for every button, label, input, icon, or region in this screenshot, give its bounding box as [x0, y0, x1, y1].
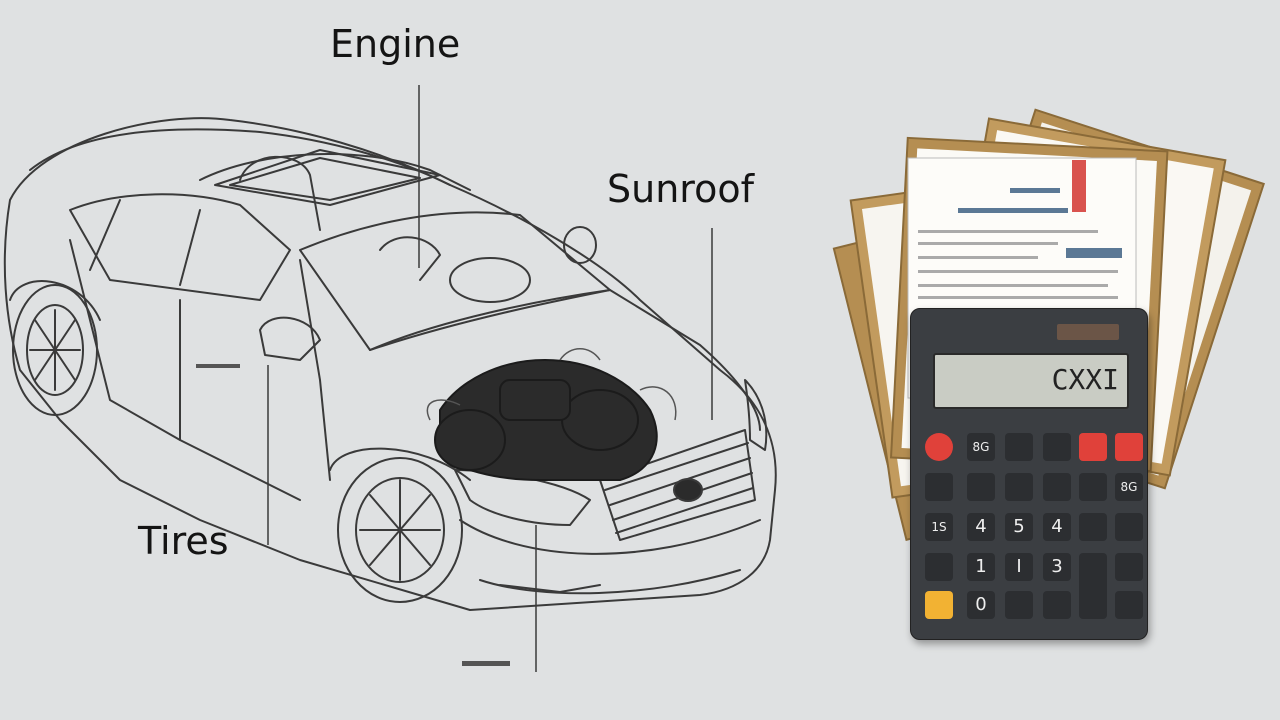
- key[interactable]: 5: [1005, 513, 1033, 541]
- keypad: 8G 8G 1S 4 5 4 1 I 3: [925, 429, 1135, 629]
- windshield: [300, 212, 610, 350]
- key-on[interactable]: [925, 433, 953, 461]
- calculator: CXXI 8G 8G 1S 4 5 4 1: [910, 308, 1148, 640]
- key[interactable]: I: [1005, 553, 1033, 581]
- key[interactable]: [1005, 473, 1033, 501]
- key[interactable]: [1115, 553, 1143, 581]
- key[interactable]: [925, 553, 953, 581]
- key[interactable]: 0: [967, 591, 995, 619]
- key[interactable]: [1115, 591, 1143, 619]
- car-illustration: [0, 0, 800, 720]
- key[interactable]: [1043, 433, 1071, 461]
- key[interactable]: [1005, 591, 1033, 619]
- calculator-display: CXXI: [1052, 363, 1119, 396]
- key[interactable]: [1115, 513, 1143, 541]
- key-red[interactable]: [1115, 433, 1143, 461]
- rear-wheel: [13, 285, 97, 415]
- key-yellow[interactable]: [925, 591, 953, 619]
- key[interactable]: 1: [967, 553, 995, 581]
- front-wheel: [338, 458, 462, 602]
- key[interactable]: [1043, 473, 1071, 501]
- key[interactable]: 3: [1043, 553, 1071, 581]
- engine-label: Engine: [330, 25, 460, 63]
- key[interactable]: [1043, 591, 1071, 619]
- key[interactable]: [925, 473, 953, 501]
- solar-panel: [1057, 324, 1119, 340]
- key[interactable]: [1079, 473, 1107, 501]
- sunroof-outline: [215, 150, 440, 205]
- key-red[interactable]: [1079, 433, 1107, 461]
- calculator-screen: CXXI: [933, 353, 1129, 409]
- key[interactable]: 1S: [925, 513, 953, 541]
- key[interactable]: 8G: [1115, 473, 1143, 501]
- engine-block: [435, 360, 657, 480]
- key[interactable]: 8G: [967, 433, 995, 461]
- key[interactable]: [1079, 513, 1107, 541]
- key-tall[interactable]: [1079, 553, 1107, 619]
- key[interactable]: 4: [1043, 513, 1071, 541]
- key[interactable]: [967, 473, 995, 501]
- key[interactable]: 4: [967, 513, 995, 541]
- sunroof-label: Sunroof: [607, 170, 754, 208]
- key[interactable]: [1005, 433, 1033, 461]
- tires-label: Tires: [138, 522, 229, 560]
